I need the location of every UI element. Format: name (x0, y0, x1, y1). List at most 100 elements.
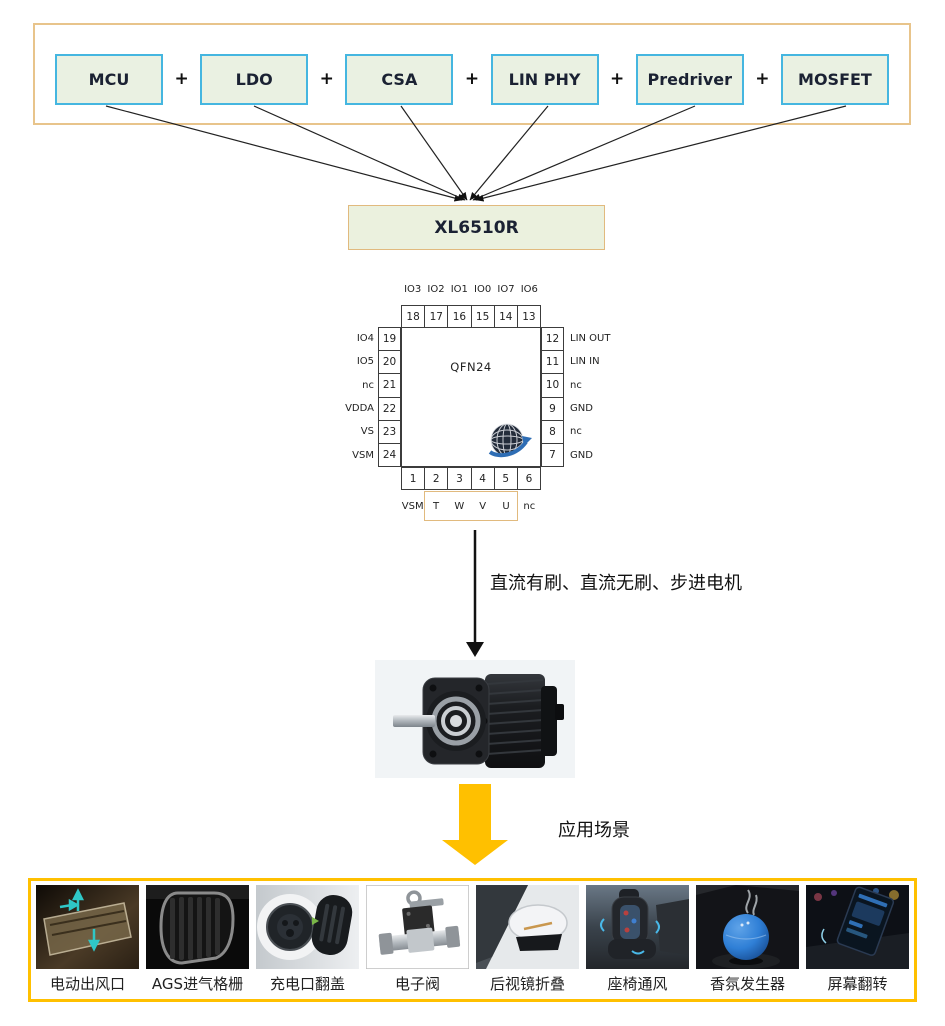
pin-label: GND (570, 449, 593, 461)
plus-sign: + (610, 69, 625, 89)
app-card-fragrance: 香氛发生器 (694, 885, 801, 994)
app-label: AGS进气格栅 (151, 975, 244, 993)
pin-box: 16 (447, 305, 472, 328)
component-box-csa: CSA (345, 53, 454, 105)
component-sum-container: MCU + LDO + CSA + LIN PHY + Predriver + … (33, 23, 911, 125)
pin-box: 19 (378, 327, 401, 352)
pin-label: IO2 (427, 283, 445, 295)
pin-label: IO7 (497, 283, 515, 295)
pin-label: LIN OUT (570, 333, 611, 345)
app-card-ags-grille: AGS进气格栅 (144, 885, 251, 994)
fragrance-generator-image (696, 885, 799, 969)
seat-ventilation-image (586, 885, 689, 969)
pin-box: 2 (424, 467, 449, 490)
pin-box: 6 (516, 467, 542, 490)
pin-box: 22 (378, 396, 401, 421)
pin-label: IO5 (356, 356, 374, 368)
plus-sign: + (174, 69, 189, 89)
pin-box: 12 (541, 327, 564, 352)
pin-label: nc (523, 500, 536, 512)
pin-label: nc (362, 379, 374, 391)
pin-box: 13 (516, 305, 542, 328)
pin-box: 17 (424, 305, 449, 328)
application-scenarios-label: 应用场景 (558, 820, 630, 841)
component-box-predriver: Predriver (635, 53, 744, 105)
app-card-charge-port: 充电口翻盖 (254, 885, 361, 994)
package-label: QFN24 (450, 360, 492, 374)
app-card-valve: 电子阀 (364, 885, 471, 994)
pin-label: nc (570, 426, 582, 438)
air-vent-image (36, 885, 139, 969)
component-box-mosfet: MOSFET (780, 53, 889, 105)
yellow-arrow-icon (442, 784, 508, 865)
pin-label: GND (570, 403, 593, 415)
app-label: 后视镜折叠 (489, 975, 565, 993)
pin-label: nc (570, 379, 582, 391)
pin-box: 8 (541, 419, 564, 444)
pin-box: 3 (447, 467, 472, 490)
pin-box: 21 (378, 373, 401, 398)
pin-label: VSM (352, 449, 374, 461)
mirror-image (476, 885, 579, 969)
app-label: 屏幕翻转 (827, 975, 888, 993)
app-card-seat-vent: 座椅通风 (584, 885, 691, 994)
pin-label: VS (360, 426, 374, 438)
globe-logo-icon (488, 423, 532, 458)
pin-box: 4 (470, 467, 495, 490)
valve-image (366, 885, 469, 969)
pin-label: IO6 (520, 283, 538, 295)
screen-flip-image (806, 885, 909, 969)
pin-box: 11 (541, 350, 564, 375)
applications-strip: 电动出风口 AGS进气格栅 (28, 878, 917, 1002)
pin-box: 9 (541, 396, 564, 421)
pin-label: LIN IN (570, 356, 600, 368)
app-label: 香氛发生器 (709, 975, 785, 993)
pin-box: 10 (541, 373, 564, 398)
pin-box: 23 (378, 419, 401, 444)
pin-label: U (502, 500, 510, 512)
down-arrow-icon (466, 530, 484, 657)
plus-sign: + (464, 69, 480, 89)
app-card-air-vent: 电动出风口 (34, 885, 141, 994)
pin-labels-top: IO3 IO2 IO1 IO0 IO7 IO6 (401, 280, 541, 298)
pin-box: 7 (541, 442, 564, 468)
plus-sign: + (319, 69, 334, 89)
component-box-lin-phy: LIN PHY (490, 53, 599, 105)
pin-box: 20 (378, 350, 401, 375)
pin-label: T (432, 500, 440, 512)
pin-label: IO4 (356, 333, 374, 345)
pin-box: 14 (493, 305, 518, 328)
pin-box: 1 (401, 467, 426, 490)
pin-box: 18 (401, 305, 426, 328)
app-card-mirror: 后视镜折叠 (474, 885, 581, 994)
pin-box: 5 (493, 467, 518, 490)
pin-label: VSM (401, 500, 424, 512)
pin-box: 15 (470, 305, 495, 328)
component-box-ldo: LDO (200, 53, 309, 105)
grille-image (146, 885, 249, 969)
pin-label: VDDA (345, 403, 374, 415)
motor-types-label: 直流有刷、直流无刷、步进电机 (490, 573, 742, 594)
charge-port-image (256, 885, 359, 969)
app-label: 座椅通风 (607, 975, 668, 993)
pin-label: IO1 (450, 283, 468, 295)
app-label: 电动出风口 (49, 975, 125, 993)
component-box-mcu: MCU (55, 53, 163, 105)
app-label: 电子阀 (394, 975, 440, 993)
pin-label: W (454, 500, 465, 512)
chip-name-box: XL6510R (348, 205, 605, 250)
pin-label: IO3 (404, 283, 422, 295)
pin-label: IO0 (474, 283, 492, 295)
pin-box: 24 (378, 442, 401, 468)
app-label: 充电口翻盖 (269, 975, 345, 993)
app-card-screen-flip: 屏幕翻转 (804, 885, 911, 994)
